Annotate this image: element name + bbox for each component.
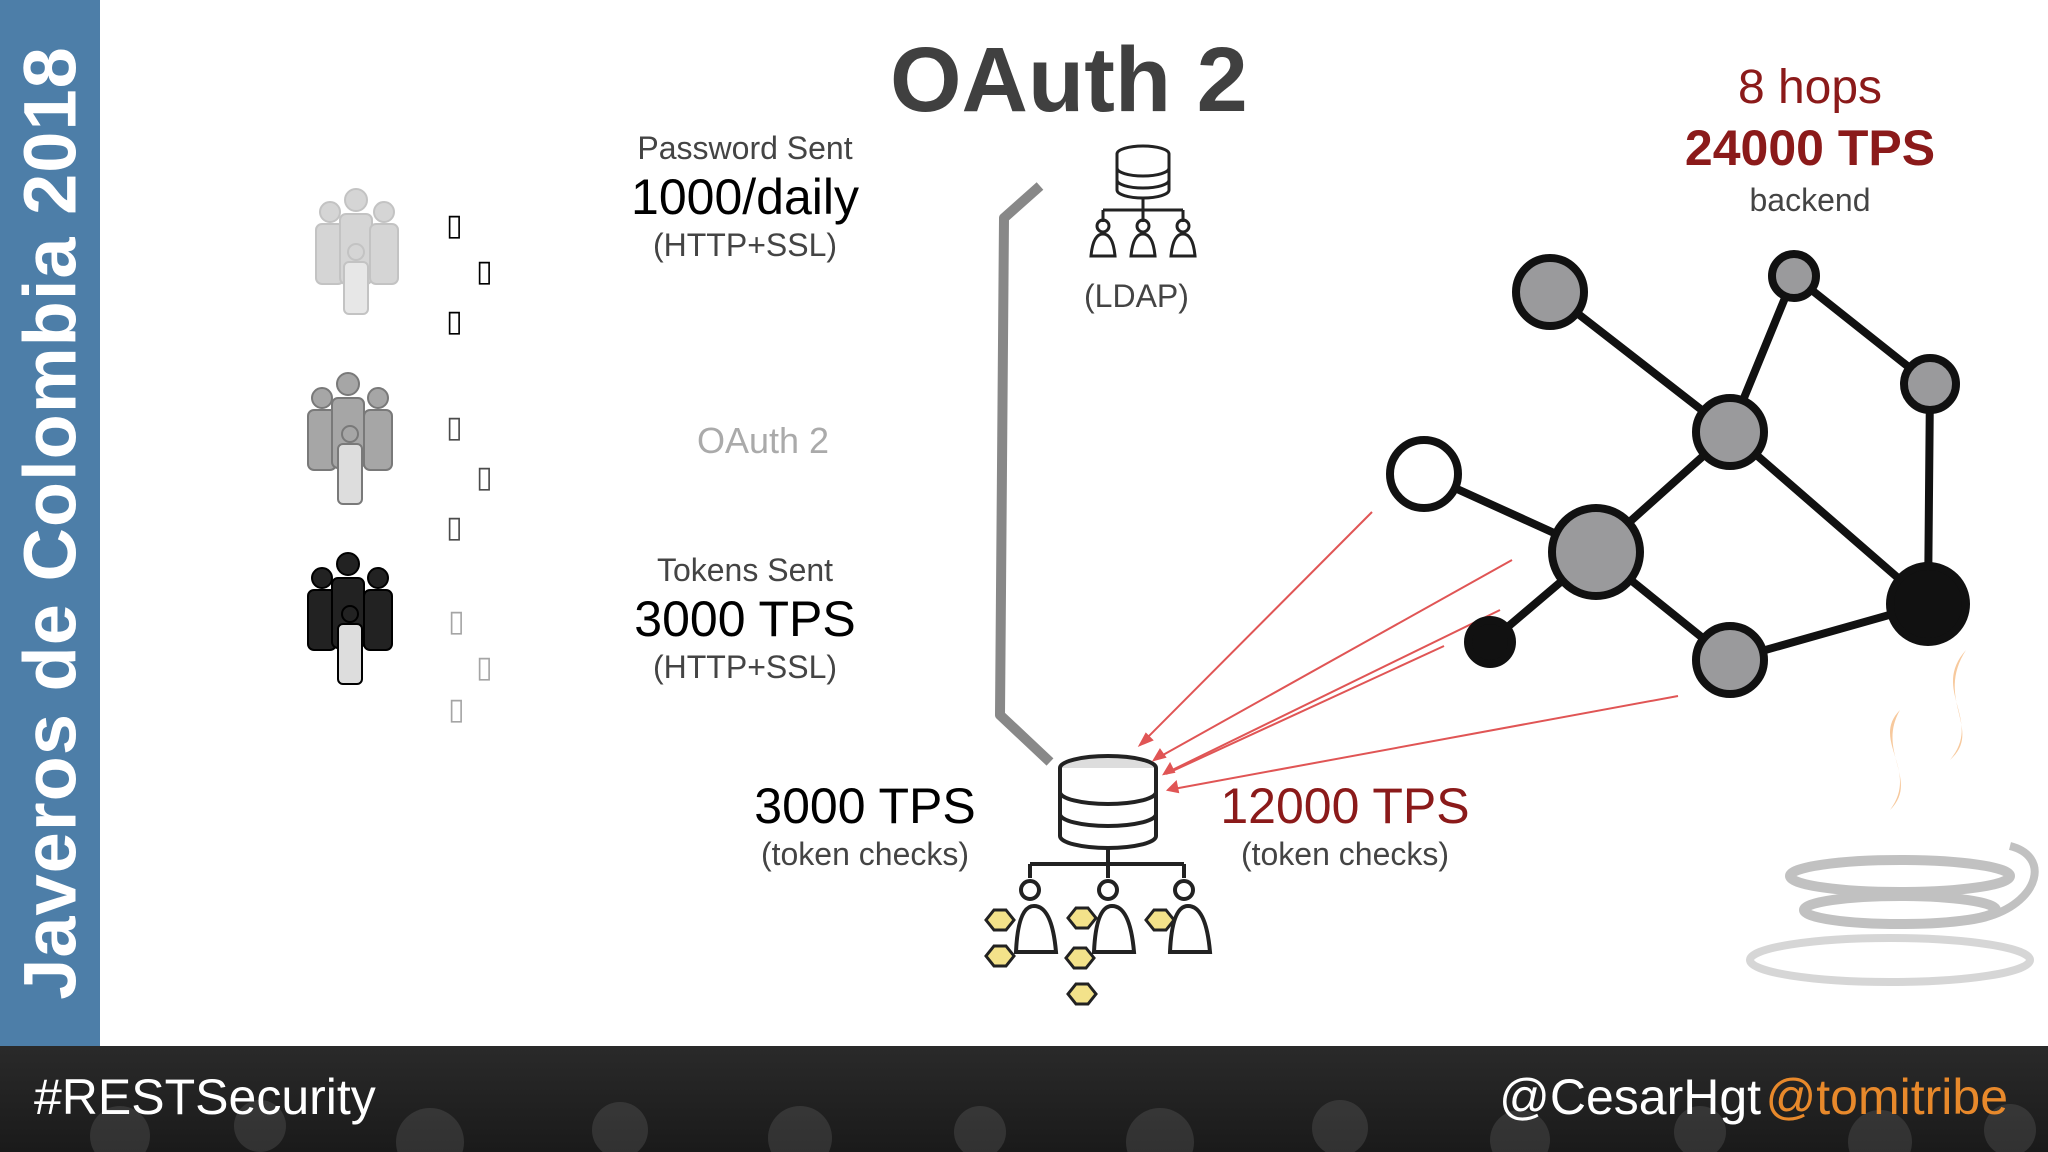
ldap-database-icon [1101,144,1185,222]
tokens-sent-proto: (HTTP+SSL) [652,649,838,685]
footer-handle-tomitribe: @tomitribe [1765,1069,2008,1125]
phone-icon: ▯ [446,410,463,445]
token-hexagons-icon [984,906,1176,1006]
connector-line [995,182,1054,766]
sidebar: Javeros de Colombia 2018 [0,0,100,1046]
left-checks-note: (token checks) [760,836,970,872]
password-sent-rate: 1000/daily [631,169,859,225]
right-checks-note: (token checks) [1240,836,1450,872]
token-users-icon [1013,879,1213,954]
tokens-sent-label: Tokens Sent [656,552,834,588]
password-sent-block: Password Sent 1000/daily (HTTP+SSL) [600,130,890,264]
slide-title: OAuth 2 [890,29,1248,131]
footer-handles: @CesarHgt @tomitribe [1499,1068,2008,1126]
tokens-sent-rate: 3000 TPS [634,591,856,647]
phone-icon: ▯ [446,208,463,243]
ldap-label: (LDAP) [1084,278,1189,314]
phone-icon: ▯ [446,304,463,339]
backend-tps: 24000 TPS [1684,120,1936,176]
token-check-arrows [1137,511,1679,794]
right-token-checks: 12000 TPS (token checks) [1210,776,1480,873]
backend-stats: 8 hops 24000 TPS backend [1660,58,1960,222]
family-icon-1 [315,188,399,315]
footer-bar [0,1046,2048,1152]
phone-icon: ▯ [446,510,463,545]
left-checks-rate: 3000 TPS [754,778,976,834]
java-logo-icon [1746,650,2039,986]
phone-icon: ▯ [476,650,493,685]
footer-crowd-background [90,1100,2036,1152]
family-icon-2 [307,372,393,505]
diagram-canvas [307,144,2039,1006]
footer-hashtag: #RESTSecurity [34,1069,376,1125]
network-nodes [1386,250,1970,698]
backend-hops: 8 hops [1737,61,1883,114]
phone-icon: ▯ [448,692,465,727]
ldap-users-icon [1089,218,1197,258]
family-icon-3 [307,552,393,685]
phone-icon: ▯ [476,254,493,289]
tokens-sent-block: Tokens Sent 3000 TPS (HTTP+SSL) [600,552,890,686]
backend-label: backend [1749,182,1871,218]
phone-icon: ▯ [448,604,465,639]
footer-handle-cesar: @CesarHgt [1499,1069,1762,1125]
backend-network-graph [1420,272,1934,664]
left-token-checks: 3000 TPS (token checks) [740,776,990,873]
phone-icon: ▯ [476,460,493,495]
right-checks-rate: 12000 TPS [1220,778,1470,834]
token-database-icon [1028,754,1186,878]
password-sent-label: Password Sent [637,130,853,166]
password-sent-proto: (HTTP+SSL) [652,227,838,263]
oauth-middle-label: OAuth 2 [697,420,830,461]
